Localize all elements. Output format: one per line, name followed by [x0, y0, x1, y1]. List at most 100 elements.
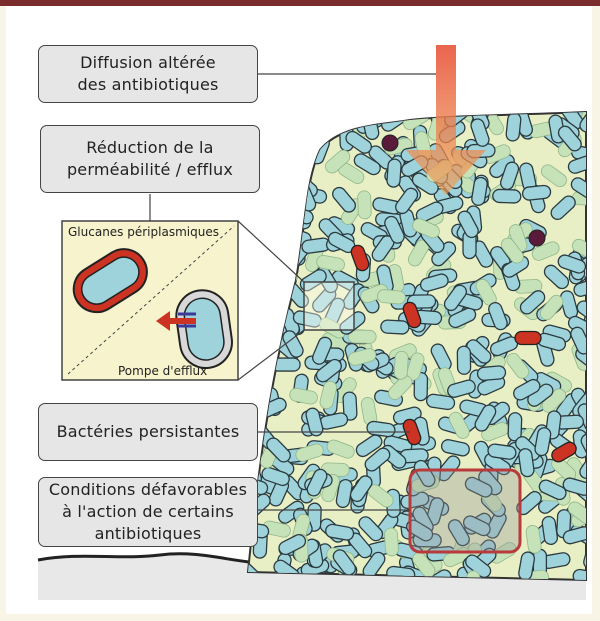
bacterium: [572, 568, 586, 580]
bacterium: [443, 284, 467, 312]
unfavourable-zone-box: [408, 468, 522, 554]
zoom-source-box: [303, 281, 355, 331]
bacterium: [268, 239, 289, 268]
persister-bacterium: [402, 418, 422, 446]
bacterium: [534, 427, 552, 457]
bacterium: [447, 379, 476, 398]
bacterium: [516, 490, 542, 516]
bacterium: [388, 375, 413, 400]
persister-bacterium: [514, 330, 542, 346]
bacterium: [332, 549, 357, 576]
bacterium: [448, 307, 477, 329]
bacterium: [518, 448, 535, 478]
glucan-bacterium: [72, 248, 148, 314]
bacterium: [325, 523, 355, 541]
bacterium: [267, 204, 282, 234]
bacterium: [583, 540, 586, 570]
bacterium: [366, 420, 396, 438]
bacterium: [293, 125, 323, 140]
bacterium: [579, 452, 586, 480]
bacterium: [249, 260, 265, 290]
inset-glucanes-label: Glucanes périplasmiques: [68, 225, 219, 239]
bacterium: [487, 443, 517, 460]
bacterium: [248, 197, 279, 214]
bacterium: [567, 501, 586, 525]
bacterium: [305, 407, 324, 437]
bacterium: [500, 237, 524, 264]
bacterium: [261, 466, 290, 487]
bacterium: [425, 393, 456, 411]
bacterium: [248, 198, 267, 214]
bacterium: [347, 348, 377, 366]
label-conditions: Conditions défavorables à l'action de ce…: [38, 477, 258, 547]
bacterium: [364, 447, 391, 472]
top-border: [0, 0, 600, 6]
bacterium: [476, 365, 507, 381]
dormant-cell: [528, 229, 546, 247]
bacterium: [266, 142, 296, 158]
bacterium: [505, 112, 522, 142]
bacterium: [261, 158, 291, 175]
bacterium: [507, 412, 523, 442]
bacterium: [456, 345, 472, 375]
bacterium: [349, 475, 373, 503]
bacterium: [571, 238, 586, 260]
bacterium: [570, 177, 586, 200]
bacterium: [248, 366, 272, 394]
bacterium: [470, 118, 490, 147]
bacterium: [570, 326, 586, 355]
bacterium: [266, 437, 291, 463]
bacterium: [541, 515, 559, 546]
bacterium: [248, 267, 269, 283]
bacterium: [543, 264, 570, 290]
bacterium: [506, 352, 530, 379]
bacterium: [289, 387, 318, 405]
persister-bacterium: [350, 244, 370, 272]
bacterium: [256, 198, 284, 221]
bacterium: [248, 336, 265, 352]
bacterium: [567, 154, 586, 174]
bacterium: [248, 252, 272, 270]
inset-pompe-label: Pompe d'efflux: [118, 364, 208, 378]
bacterium: [319, 380, 338, 410]
bacterium: [355, 434, 383, 458]
label-permeabilite: Réduction de la perméabilité / efflux: [40, 125, 260, 193]
bacterium: [576, 300, 586, 324]
bacterium: [248, 192, 270, 216]
bacterium: [345, 130, 372, 154]
gradient-arrow-icon: [406, 45, 486, 195]
zoom-line-top: [237, 220, 305, 283]
bacterium: [466, 339, 492, 364]
bacterium: [393, 350, 409, 380]
bacterium: [525, 524, 542, 554]
bacterium: [384, 527, 399, 557]
bacterium: [248, 304, 261, 335]
bacterium: [386, 158, 402, 188]
bacterium: [278, 534, 307, 556]
bacterium: [339, 311, 366, 335]
bacterium: [290, 114, 320, 132]
dormant-cell: [381, 134, 399, 152]
bacterium: [325, 149, 351, 174]
bacteria-cluster: [248, 112, 586, 580]
bacterium: [539, 294, 564, 321]
bacterium: [360, 283, 389, 304]
bacterium: [580, 433, 586, 462]
bacterium: [265, 127, 281, 157]
bacterium: [296, 130, 326, 147]
bacterium: [248, 263, 270, 291]
bacterium: [471, 176, 488, 206]
bacterium: [269, 204, 298, 225]
bacterium: [412, 218, 440, 239]
bacterium: [312, 336, 333, 365]
bacterium: [557, 254, 586, 274]
bacterium: [326, 439, 355, 459]
bacterium: [358, 516, 384, 542]
bacterium: [316, 255, 345, 272]
bacterium: [521, 184, 552, 201]
bacterium: [488, 301, 508, 331]
bacterium: [277, 206, 302, 232]
bacterium: [448, 411, 470, 439]
bacterium: [579, 112, 586, 133]
